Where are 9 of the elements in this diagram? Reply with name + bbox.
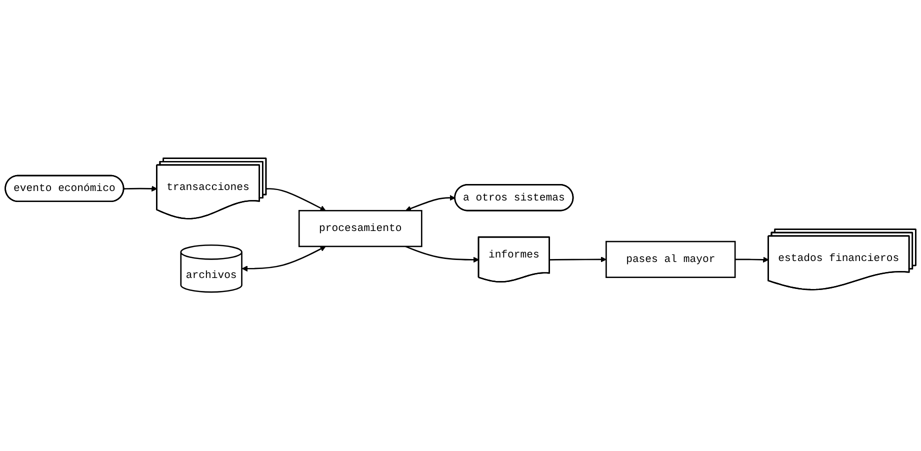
arrow	[124, 186, 158, 192]
arrow	[242, 246, 326, 272]
arrow	[266, 188, 326, 212]
arrow	[405, 246, 480, 263]
arrow	[735, 257, 769, 263]
node-box: procesamiento	[298, 210, 422, 248]
arrow	[550, 256, 606, 263]
node-box: pases al mayor	[606, 241, 736, 278]
arrow	[405, 195, 456, 212]
